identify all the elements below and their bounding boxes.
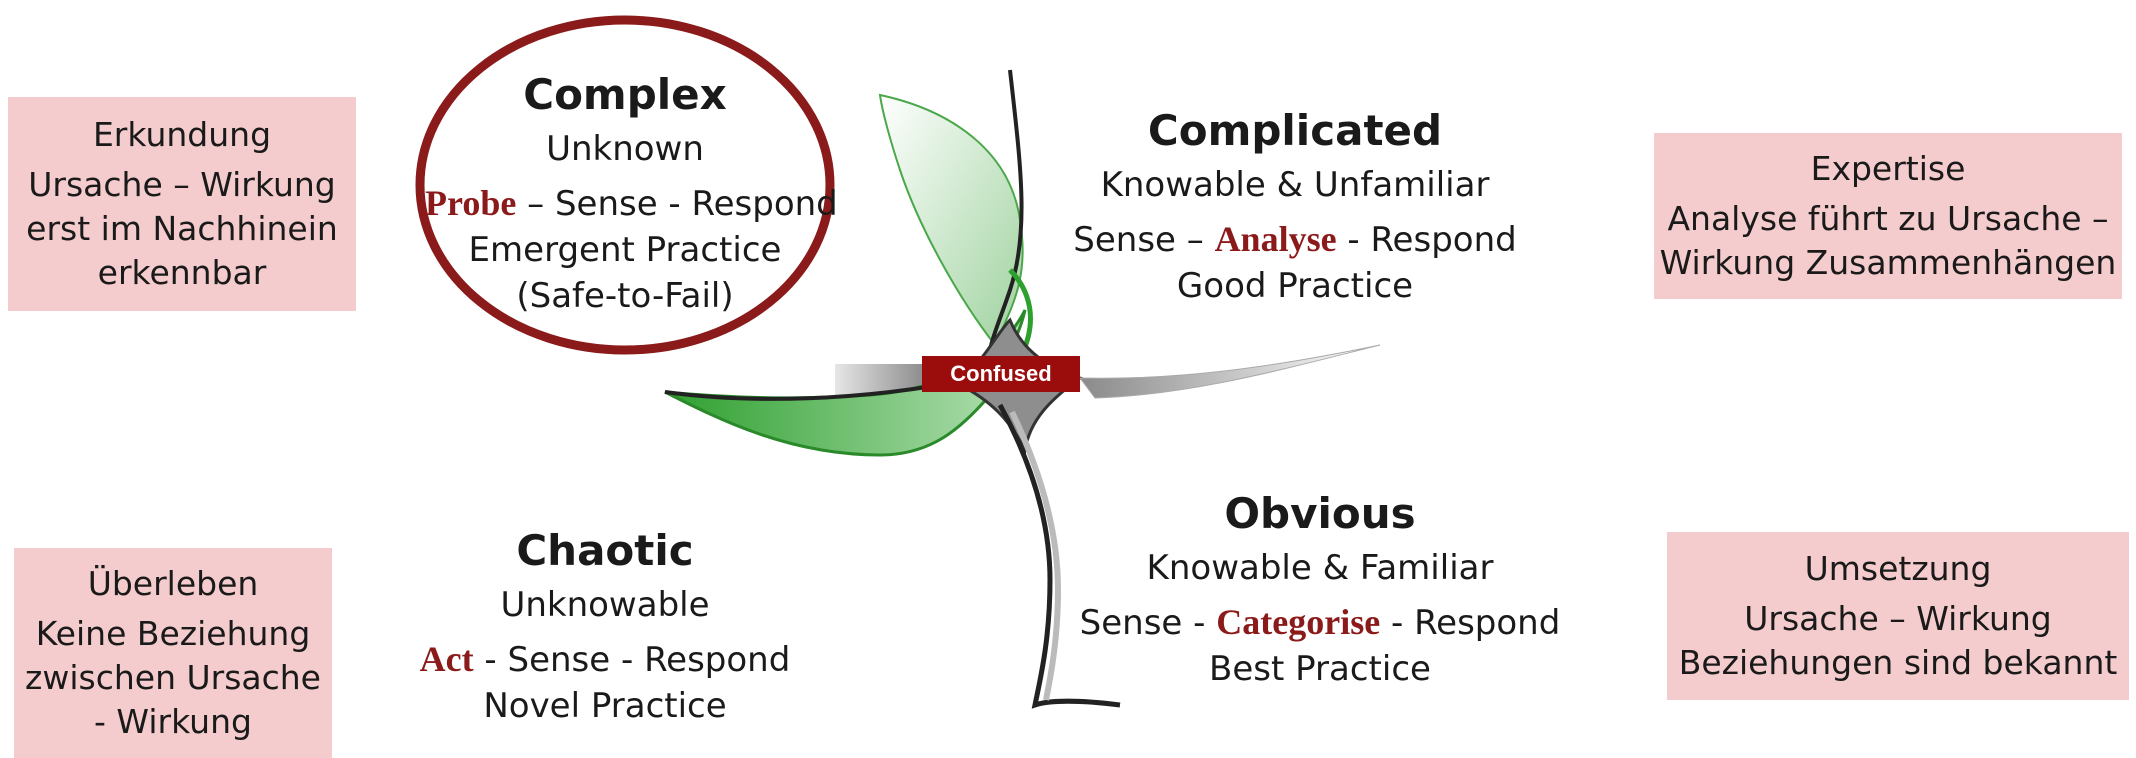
domain-obvious-title: Obvious: [1224, 489, 1416, 538]
box-erkundung-title: Erkundung: [92, 115, 272, 154]
domain-chaotic-title: Chaotic: [516, 526, 694, 575]
domain-chaotic-action: Act - Sense - Respond: [405, 636, 805, 683]
domain-chaotic-desc: Unknowable: [500, 585, 710, 625]
box-ueberleben-title: Überleben: [87, 564, 259, 603]
domain-complex-action: Probe – Sense - Respond: [425, 180, 838, 227]
domain-complicated-action: Sense – Analyse - Respond: [1070, 216, 1520, 263]
box-umsetzung-line: Ursache – Wirkung: [1744, 599, 2052, 638]
box-expertise-title: Expertise: [1810, 149, 1966, 188]
action-highlight: Categorise: [1216, 602, 1381, 642]
box-expertise: Expertise Analyse führt zu Ursache – Wir…: [1654, 133, 2122, 299]
confused-label: Confused: [922, 356, 1080, 392]
box-expertise-line: Analyse führt zu Ursache –: [1667, 199, 2109, 238]
complex-ellipse: [415, 15, 835, 355]
domain-complicated-practice: Good Practice: [1176, 266, 1414, 306]
action-pre: Sense –: [1073, 220, 1215, 260]
domain-complex-desc: Unknown: [546, 129, 704, 169]
domain-obvious: Obvious Knowable & Familiar Sense - Cate…: [1070, 487, 1570, 692]
domain-chaotic: Chaotic Unknowable Act - Sense - Respond…: [405, 524, 805, 729]
action-highlight: Probe: [425, 183, 517, 223]
domain-complicated: Complicated Knowable & Unfamiliar Sense …: [1070, 104, 1520, 309]
domain-obvious-action: Sense - Categorise - Respond: [1070, 599, 1570, 646]
box-expertise-line: Wirkung Zusammenhängen: [1659, 243, 2117, 282]
action-rest: - Sense - Respond: [473, 640, 791, 680]
action-highlight: Analyse: [1214, 219, 1337, 259]
lower-curve: [997, 403, 1121, 709]
top-green-leaf: [878, 93, 1024, 347]
domain-obvious-desc: Knowable & Familiar: [1146, 548, 1494, 588]
domain-complicated-title: Complicated: [1147, 106, 1443, 155]
domain-complex-practice: Emergent Practice: [468, 230, 782, 270]
box-erkundung: Erkundung Ursache – Wirkung erst im Nach…: [8, 97, 356, 311]
domain-chaotic-practice: Novel Practice: [483, 686, 727, 726]
domain-complex-title: Complex: [523, 70, 727, 119]
box-erkundung-line: erkennbar: [97, 253, 267, 292]
domain-complex-note: (Safe-to-Fail): [516, 276, 734, 316]
action-rest: - Respond: [1336, 220, 1517, 260]
box-umsetzung-line: Beziehungen sind bekannt: [1678, 643, 2118, 682]
lower-curve-shade: [1009, 410, 1062, 701]
box-ueberleben-line: zwischen Ursache: [25, 658, 321, 697]
action-rest: – Sense - Respond: [516, 184, 838, 224]
domain-obvious-practice: Best Practice: [1209, 649, 1431, 689]
action-highlight: Act: [419, 639, 474, 679]
domain-complicated-desc: Knowable & Unfamiliar: [1100, 165, 1490, 205]
box-erkundung-line: Ursache – Wirkung: [28, 165, 336, 204]
domain-complex: Complex Unknown Probe – Sense - Respond …: [425, 68, 838, 319]
action-rest: - Respond: [1380, 603, 1561, 643]
box-umsetzung: Umsetzung Ursache – Wirkung Beziehungen …: [1667, 532, 2129, 700]
box-ueberleben: Überleben Keine Beziehung zwischen Ursac…: [14, 548, 332, 758]
box-ueberleben-line: - Wirkung: [94, 702, 252, 741]
box-ueberleben-line: Keine Beziehung: [35, 614, 311, 653]
right-tail: [1078, 344, 1381, 399]
action-pre: Sense -: [1079, 603, 1217, 643]
box-umsetzung-title: Umsetzung: [1804, 549, 1992, 588]
box-erkundung-line: erst im Nachhinein: [26, 209, 338, 248]
